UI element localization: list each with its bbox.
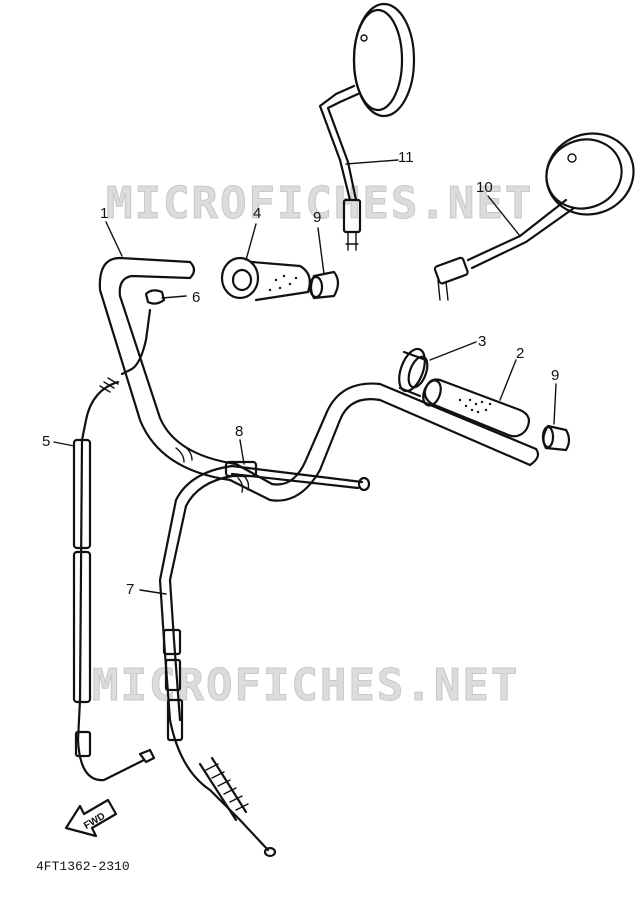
callout-4: 4 (253, 205, 261, 222)
grip-left-part (220, 256, 311, 302)
watermark-bottom: MICROFICHES.NET (92, 660, 519, 711)
throttle-cable-part (72, 308, 156, 782)
callout-7: 7 (126, 581, 134, 598)
callout-9-left: 9 (313, 209, 321, 226)
forward-arrow-icon: FWD (64, 798, 118, 838)
callout-3: 3 (478, 333, 486, 350)
callout-9-right: 9 (551, 367, 559, 384)
handlebar-part (98, 256, 540, 502)
callout-5: 5 (42, 433, 50, 450)
callout-10: 10 (476, 179, 493, 196)
callout-1: 1 (100, 205, 108, 222)
grip-right-part (422, 378, 531, 438)
clutch-cable-part (158, 464, 277, 858)
mirror-left-part (318, 2, 416, 251)
bar-end-right-part (541, 424, 571, 452)
callout-2: 2 (516, 345, 524, 362)
leader-lines (53, 159, 557, 595)
cable-holder-part (144, 289, 166, 305)
throttle-collar-part (398, 347, 429, 398)
choke-cable-part (224, 460, 371, 492)
watermark-top: MICROFICHES.NET (106, 178, 533, 229)
callout-8: 8 (235, 423, 243, 440)
mirror-right-part (433, 132, 635, 301)
callout-6: 6 (192, 289, 200, 306)
drawing-code: 4FT1362-2310 (36, 859, 130, 874)
bar-end-left-part (308, 270, 340, 300)
callout-11: 11 (398, 149, 414, 166)
